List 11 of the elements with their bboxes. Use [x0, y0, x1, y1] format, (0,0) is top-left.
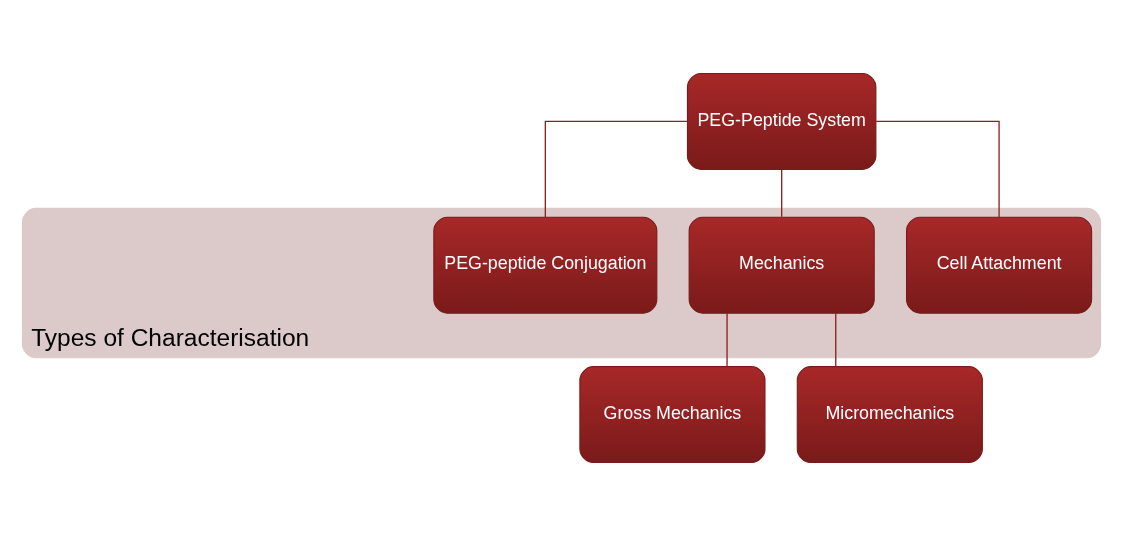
node-box: Cell Attachment — [906, 216, 1093, 314]
connector — [544, 120, 688, 218]
connector — [726, 312, 728, 368]
connector — [781, 169, 783, 218]
node-box: PEG-Peptide System — [686, 72, 877, 170]
node-box: Micromechanics — [796, 366, 983, 464]
node-box: PEG-peptide Conjugation — [433, 216, 658, 314]
node-box: Gross Mechanics — [579, 366, 766, 464]
connector — [875, 120, 1000, 218]
connector — [835, 312, 837, 368]
node-box: Mechanics — [688, 216, 875, 314]
